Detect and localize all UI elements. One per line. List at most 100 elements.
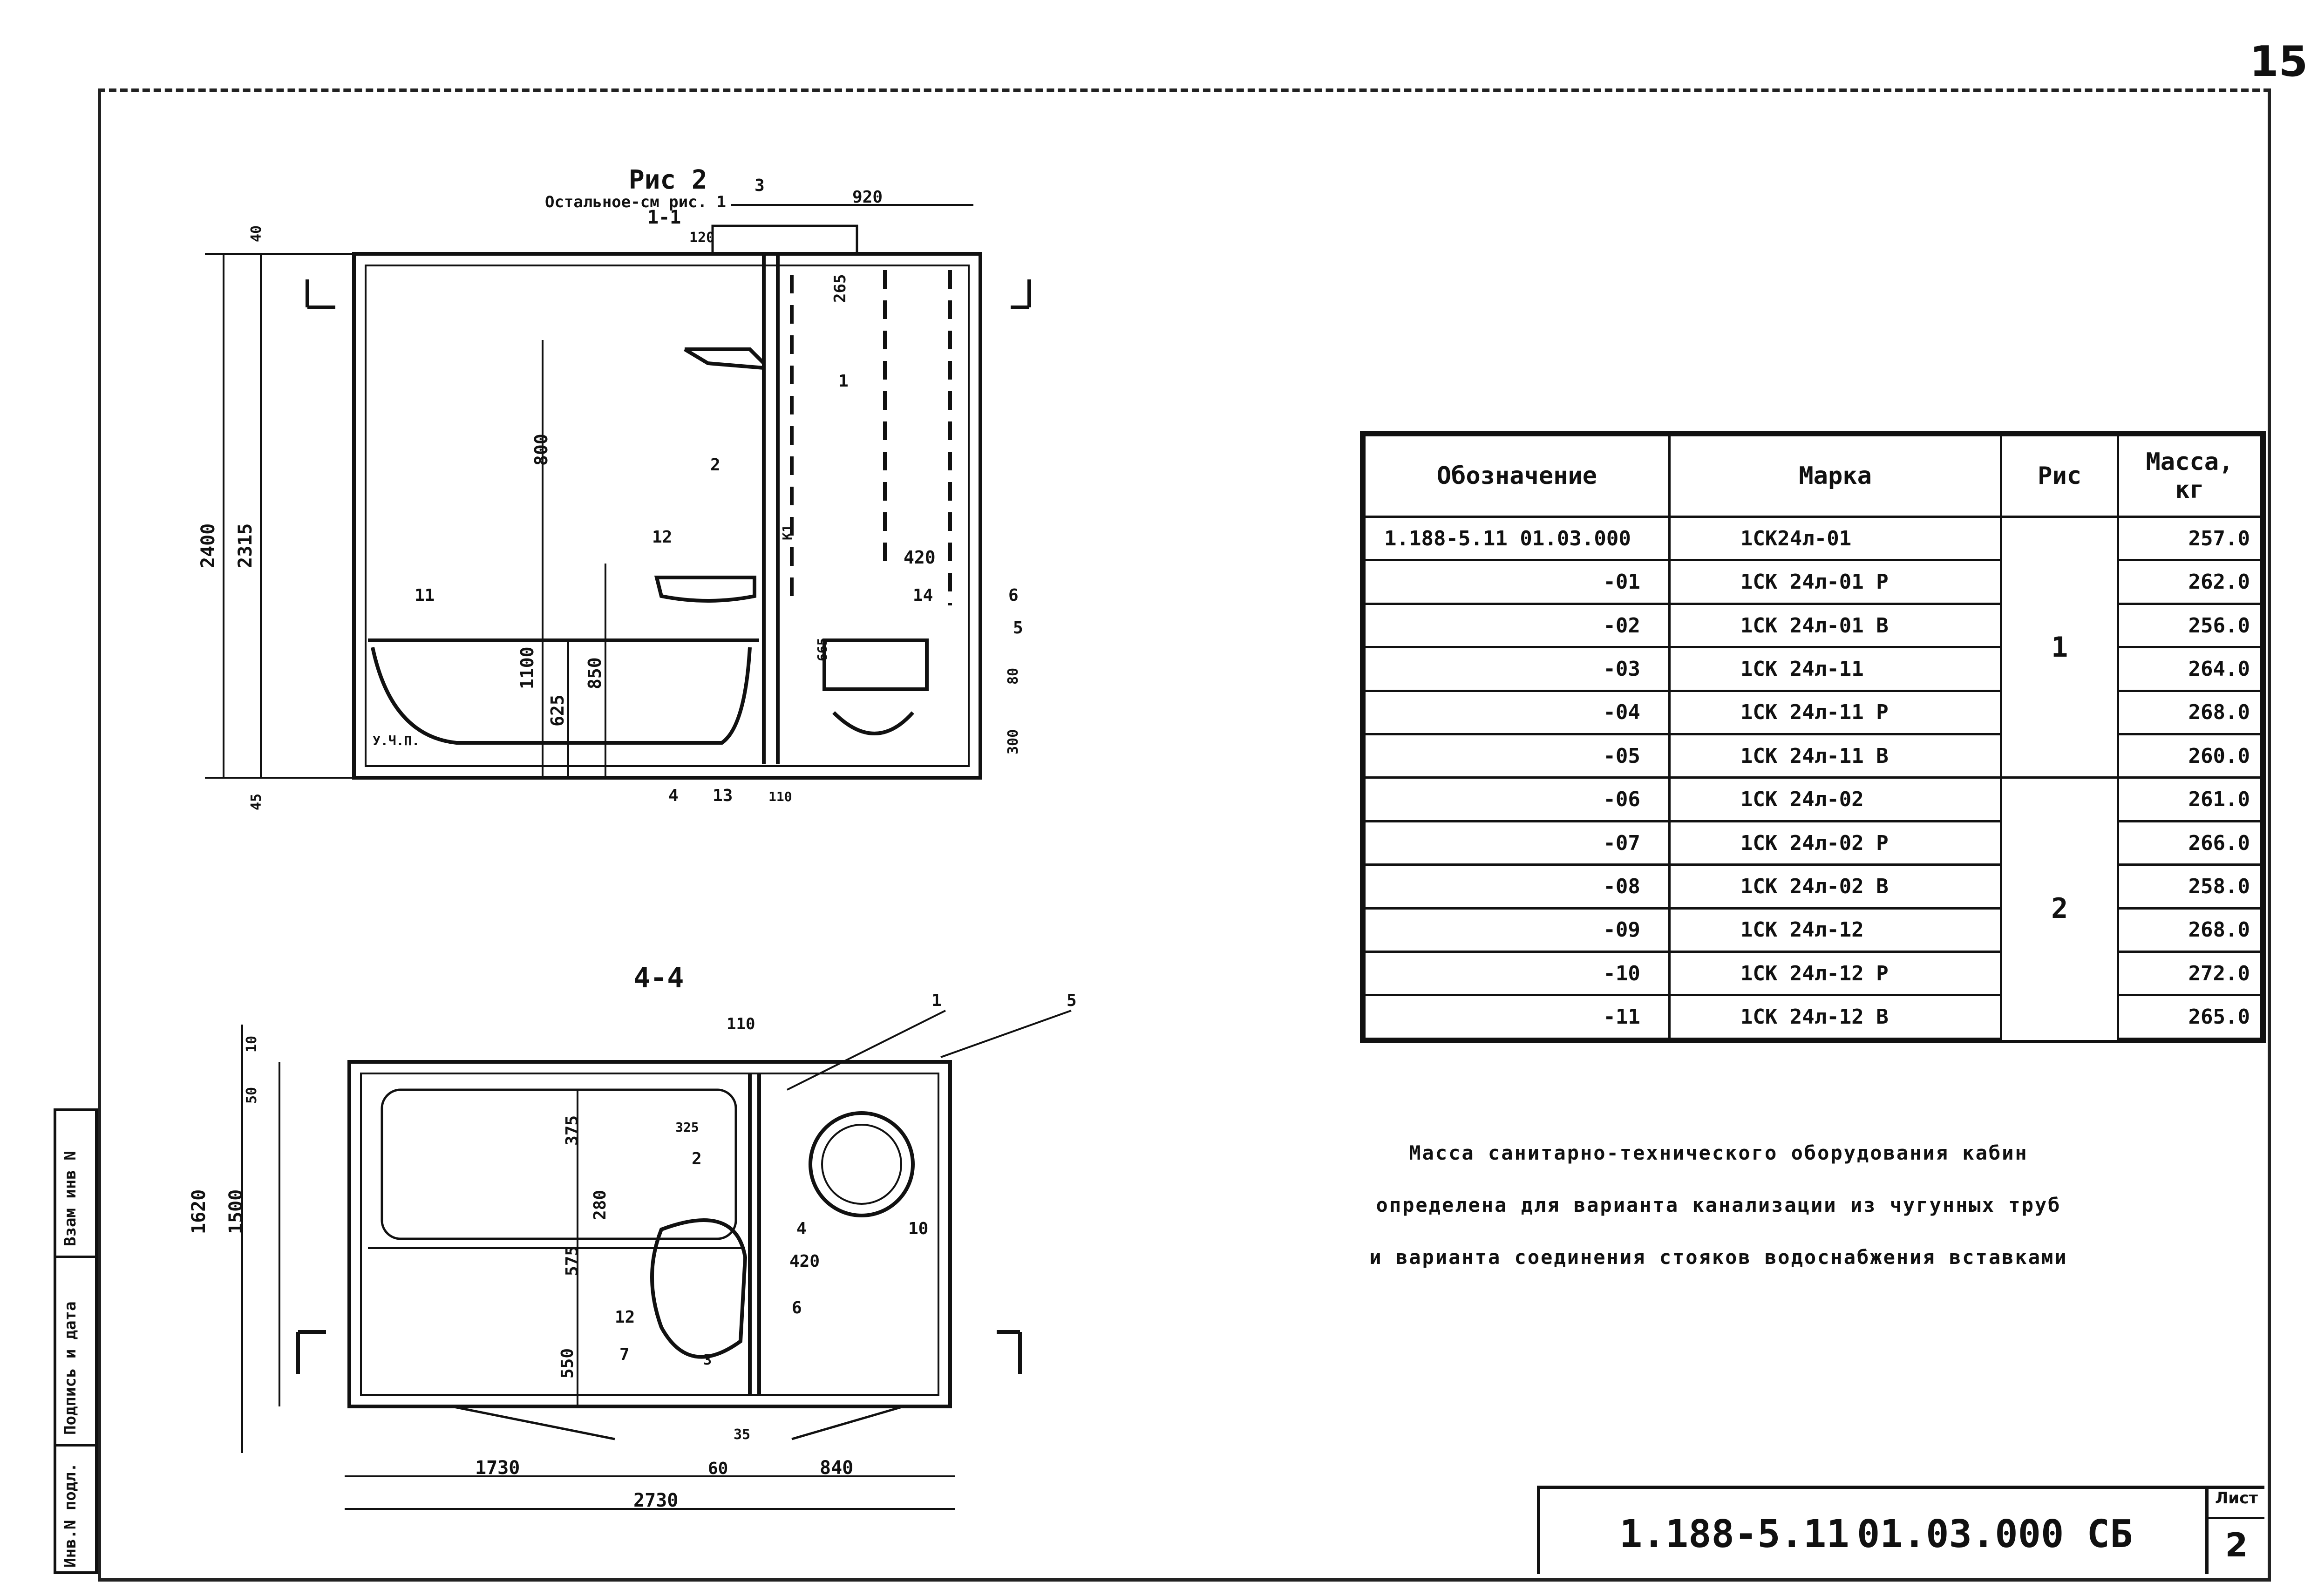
cell-mark: 1СК 24л-11 — [1668, 646, 2003, 692]
callout-label: 13 — [713, 786, 733, 805]
cell-mark: 1СК 24л-01 Р — [1668, 559, 2003, 605]
cut-label-1-1: 1-1 — [647, 207, 681, 228]
dim-label: 80 — [1005, 668, 1021, 685]
callout-label: 5 — [1067, 991, 1077, 1010]
dim-label: 280 — [591, 1190, 610, 1220]
cell-designation: -08 — [1363, 863, 1671, 910]
dim-label: 2400 — [197, 523, 219, 568]
cell-mass: 256.0 — [2116, 602, 2263, 649]
table-row: -02 1СК 24л-01 В 256.0 — [1363, 602, 2263, 649]
dim-label: 375 — [563, 1115, 582, 1146]
dim-label: 10 — [244, 1036, 260, 1053]
cell-mark: 1СК 24л-02 В — [1668, 863, 2003, 910]
callout-label: 14 — [913, 586, 933, 605]
dim-label: 45 — [248, 794, 265, 810]
cell-mass: 261.0 — [2116, 776, 2263, 822]
sheet-frame — [98, 88, 2271, 1582]
cell-mark: 1СК 24л-11 В — [1668, 733, 2003, 779]
callout-label: 12 — [652, 528, 672, 547]
cell-mass: 265.0 — [2116, 994, 2263, 1040]
fig-subtitle: Остальное-см рис. 1 — [545, 193, 726, 211]
table-row: 1.188-5.11 01.03.000 1СК24л-01 1 257.0 — [1363, 515, 2263, 778]
table-row: -11 1СК 24л-12 В 265.0 — [1363, 994, 2263, 1040]
cell-designation: 1.188-5.11 01.03.000 — [1363, 515, 1671, 562]
dim-label: 265 — [831, 274, 850, 303]
dim-label: 110 — [768, 789, 792, 804]
cell-mass: 266.0 — [2116, 820, 2263, 866]
cut-label-4-4: 4-4 — [633, 962, 684, 994]
cell-designation: -11 — [1363, 994, 1671, 1040]
stamp-text: Взам инв N — [61, 1151, 80, 1246]
dim-label: 800 — [531, 434, 551, 466]
drawing-code: 1.188-5.11 — [1619, 1512, 1849, 1556]
cell-mass: 272.0 — [2116, 951, 2263, 997]
callout-label: 3 — [703, 1352, 712, 1368]
table-row: -01 1СК 24л-01 Р 262.0 — [1363, 559, 2263, 605]
cell-mass: 257.0 — [2116, 515, 2263, 562]
table-row: -06 1СК 24л-02 2 261.0 — [1363, 776, 2263, 1039]
callout-label: 1 — [931, 991, 942, 1010]
dim-label: 300 — [1005, 729, 1021, 754]
callout-label: 6 — [792, 1298, 802, 1318]
cell-mark: 1СК 24л-01 В — [1668, 602, 2003, 649]
cell-designation: -07 — [1363, 820, 1671, 866]
col-header-figure: Рис — [2000, 434, 2119, 518]
dim-label: 3 — [754, 176, 765, 195]
dim-label: 420 — [789, 1252, 820, 1271]
dim-label: 2315 — [235, 523, 256, 568]
callout-label: 12 — [615, 1308, 635, 1327]
dim-label: 575 — [563, 1246, 582, 1276]
callout-label: 7 — [619, 1345, 630, 1364]
callout-label: 5 — [1013, 618, 1023, 638]
cell-designation: -03 — [1363, 646, 1671, 692]
callout-label: 6 — [1008, 586, 1019, 605]
stamp-cell: Инв.N подл. — [56, 1447, 95, 1572]
cell-mark: 1СК 24л-02 Р — [1668, 820, 2003, 866]
dim-label: 920 — [852, 188, 883, 207]
table-row: -05 1СК 24л-11 В 260.0 — [1363, 733, 2263, 779]
callout-label: 4 — [668, 786, 679, 805]
col-header-mark: Марка — [1668, 434, 2003, 518]
mass-note: Масса санитарно-технического оборудовани… — [1299, 1127, 2138, 1284]
cell-mark: 1СК 24л-12 Р — [1668, 951, 2003, 997]
fig-title: Рис 2 — [629, 165, 707, 195]
section-4-4-outline — [347, 1060, 952, 1408]
dim-label: 110 — [727, 1015, 755, 1033]
dim-label: 1500 — [225, 1189, 247, 1234]
dim-label: 60 — [708, 1459, 728, 1478]
cell-mark: 1СК 24л-11 Р — [1668, 689, 2003, 736]
cell-designation: -04 — [1363, 689, 1671, 736]
dim-label: 1620 — [188, 1189, 210, 1234]
dim-label: 2730 — [633, 1490, 678, 1511]
stamp-column: Взам инв N Подпись и дата Инв.N подл. — [54, 1108, 98, 1574]
table-row: -10 1СК 24л-12 Р 272.0 — [1363, 951, 2263, 997]
cell-designation: -10 — [1363, 951, 1671, 997]
stamp-text: Подпись и дата — [61, 1301, 80, 1435]
cell-designation: -05 — [1363, 733, 1671, 779]
stamp-cell: Взам инв N — [56, 1111, 95, 1258]
dim-label: 1100 — [517, 646, 537, 689]
callout-label: 1 — [838, 372, 849, 391]
cell-mass: 268.0 — [2116, 907, 2263, 953]
mass-table: Обозначение Марка Рис Масса, кг 1.188-5.… — [1360, 431, 2266, 1043]
dim-label: К1 — [780, 524, 795, 540]
cell-mark: 1СК 24л-12 — [1668, 907, 2003, 953]
drawing-code-suffix: 01.03.000 СБ — [1857, 1512, 2133, 1556]
dim-label: 625 — [547, 694, 568, 727]
sheet-label: Лист — [2209, 1489, 2264, 1519]
dim-label: 420 — [904, 547, 936, 568]
section-1-1-outline — [352, 252, 982, 780]
table-row: -08 1СК 24л-02 В 258.0 — [1363, 863, 2263, 910]
note-line: и варианта соединения стояков водоснабже… — [1369, 1246, 2068, 1269]
cell-mark: 1СК24л-01 — [1668, 515, 2003, 562]
callout-label: 2 — [692, 1149, 702, 1168]
sheet-number-box: Лист 2 — [2205, 1489, 2264, 1574]
callout-label: 4 — [796, 1219, 807, 1238]
cell-mass: 264.0 — [2116, 646, 2263, 692]
dim-label: 850 — [585, 657, 605, 689]
level-label: У.Ч.П. — [373, 733, 420, 748]
cell-mass: 258.0 — [2116, 863, 2263, 910]
cell-designation: -01 — [1363, 559, 1671, 605]
dim-label: 1730 — [475, 1457, 520, 1479]
